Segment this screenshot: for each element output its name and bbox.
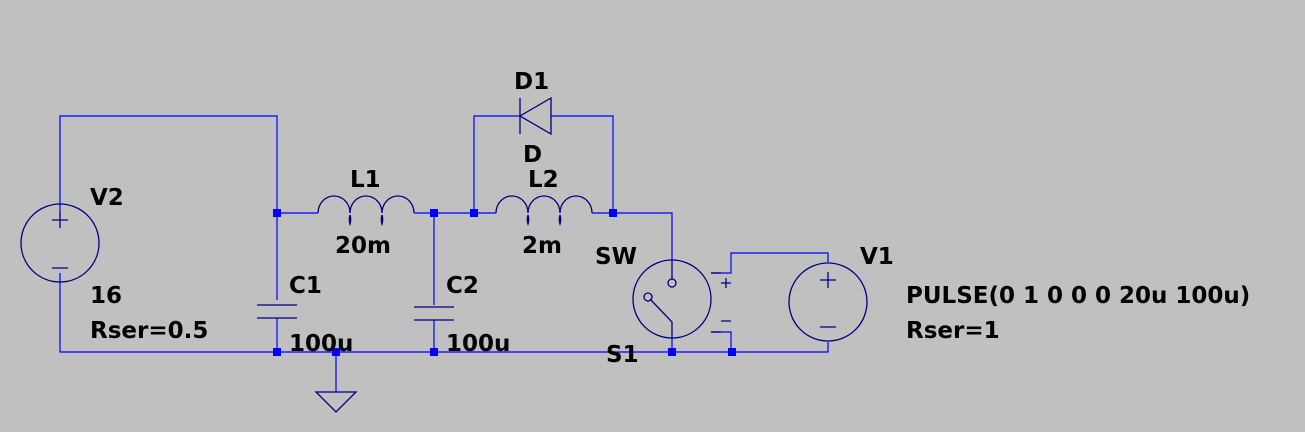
- v1-pulse-source[interactable]: [788, 262, 868, 342]
- junction-dot: [273, 348, 281, 356]
- junction-dot: [273, 209, 281, 217]
- wire-bottom-left[interactable]: [59, 273, 277, 353]
- c2-value-label: 100u: [446, 331, 510, 357]
- junction-dot: [470, 209, 478, 217]
- v1-value-label: PULSE(0 1 0 0 0 20u 100u): [906, 283, 1250, 309]
- v2-voltage-source[interactable]: [20, 203, 100, 283]
- c1-capacitor[interactable]: [257, 304, 297, 319]
- c1-name-label: C1: [289, 273, 322, 299]
- l1-name-label: L1: [350, 167, 381, 193]
- v2-value-label: 16: [90, 283, 122, 309]
- wire-top-left[interactable]: [59, 115, 278, 213]
- wires: [59, 115, 829, 392]
- c1-value-label: 100u: [289, 331, 353, 357]
- wire-v1-bottom[interactable]: [732, 342, 829, 353]
- labels: V2 16 Rser=0.5 L1 20m L2 2m C1 100u C2 1…: [90, 69, 1250, 368]
- d1-model-label: D: [523, 142, 542, 168]
- junction-dot: [430, 209, 438, 217]
- junctions: [273, 209, 736, 356]
- c2-name-label: C2: [446, 273, 479, 299]
- v2-rser-label: Rser=0.5: [90, 318, 208, 344]
- s1-name-label: S1: [606, 342, 639, 368]
- wire-diode-left[interactable]: [473, 115, 520, 213]
- v1-name-label: V1: [860, 244, 894, 270]
- l2-name-label: L2: [528, 167, 559, 193]
- junction-dot: [609, 209, 617, 217]
- junction-dot: [332, 348, 340, 356]
- v2-name-label: V2: [90, 185, 124, 211]
- s1-model-label: SW: [595, 244, 637, 270]
- junction-dot: [430, 348, 438, 356]
- s1-voltage-switch[interactable]: [632, 259, 731, 339]
- junction-dot: [668, 348, 676, 356]
- l2-value-label: 2m: [522, 233, 562, 259]
- c2-capacitor[interactable]: [414, 306, 454, 321]
- l1-inductor[interactable]: [317, 195, 415, 227]
- wire-v1-top[interactable]: [711, 252, 829, 274]
- v1-rser-label: Rser=1: [906, 318, 1000, 344]
- d1-name-label: D1: [514, 69, 549, 95]
- wire-diode-right[interactable]: [551, 115, 614, 213]
- l2-inductor[interactable]: [495, 195, 593, 227]
- junction-dot: [728, 348, 736, 356]
- d1-diode[interactable]: [518, 96, 552, 136]
- wire-l2-to-switch[interactable]: [592, 212, 673, 262]
- ground-symbol[interactable]: [314, 391, 358, 413]
- l1-value-label: 20m: [335, 233, 391, 259]
